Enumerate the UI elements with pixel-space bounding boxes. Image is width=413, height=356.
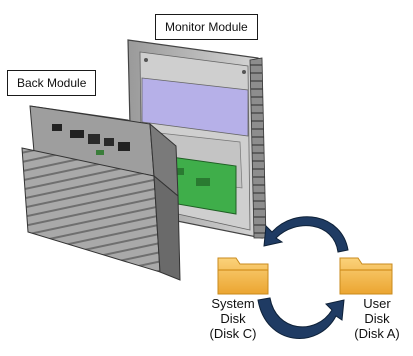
pcb-chip xyxy=(174,168,184,175)
arrow-top-icon xyxy=(263,216,349,253)
port-icon xyxy=(88,134,100,144)
pcb-chip xyxy=(196,178,210,186)
system-disk-line1: System xyxy=(211,296,255,311)
system-disk-line3: (Disk C) xyxy=(209,326,257,341)
monitor-screen-panel xyxy=(141,77,249,137)
back-module xyxy=(21,105,181,281)
swap-arrows xyxy=(257,216,349,339)
system-disk-line2: Disk xyxy=(220,311,246,326)
back-module-label: Back Module xyxy=(7,70,97,96)
arrow-bottom-icon xyxy=(257,297,345,339)
port-icon xyxy=(52,124,62,131)
monitor-module-label: Monitor Module xyxy=(155,14,258,40)
screw-icon xyxy=(242,70,246,74)
screw-icon xyxy=(144,58,148,62)
system-disk-folder-icon xyxy=(217,257,269,295)
port-icon xyxy=(118,142,130,151)
user-disk-line3: (Disk A) xyxy=(354,326,400,341)
user-disk-line1: User xyxy=(363,296,391,311)
user-disk-caption: User Disk (Disk A) xyxy=(342,296,412,341)
back-heatsink-side xyxy=(153,174,181,281)
user-disk-folder-icon xyxy=(339,257,393,295)
user-disk-line2: Disk xyxy=(364,311,390,326)
port-icon xyxy=(96,150,104,155)
port-icon xyxy=(104,138,114,146)
port-icon xyxy=(70,130,84,138)
system-disk-caption: System Disk (Disk C) xyxy=(198,296,268,341)
